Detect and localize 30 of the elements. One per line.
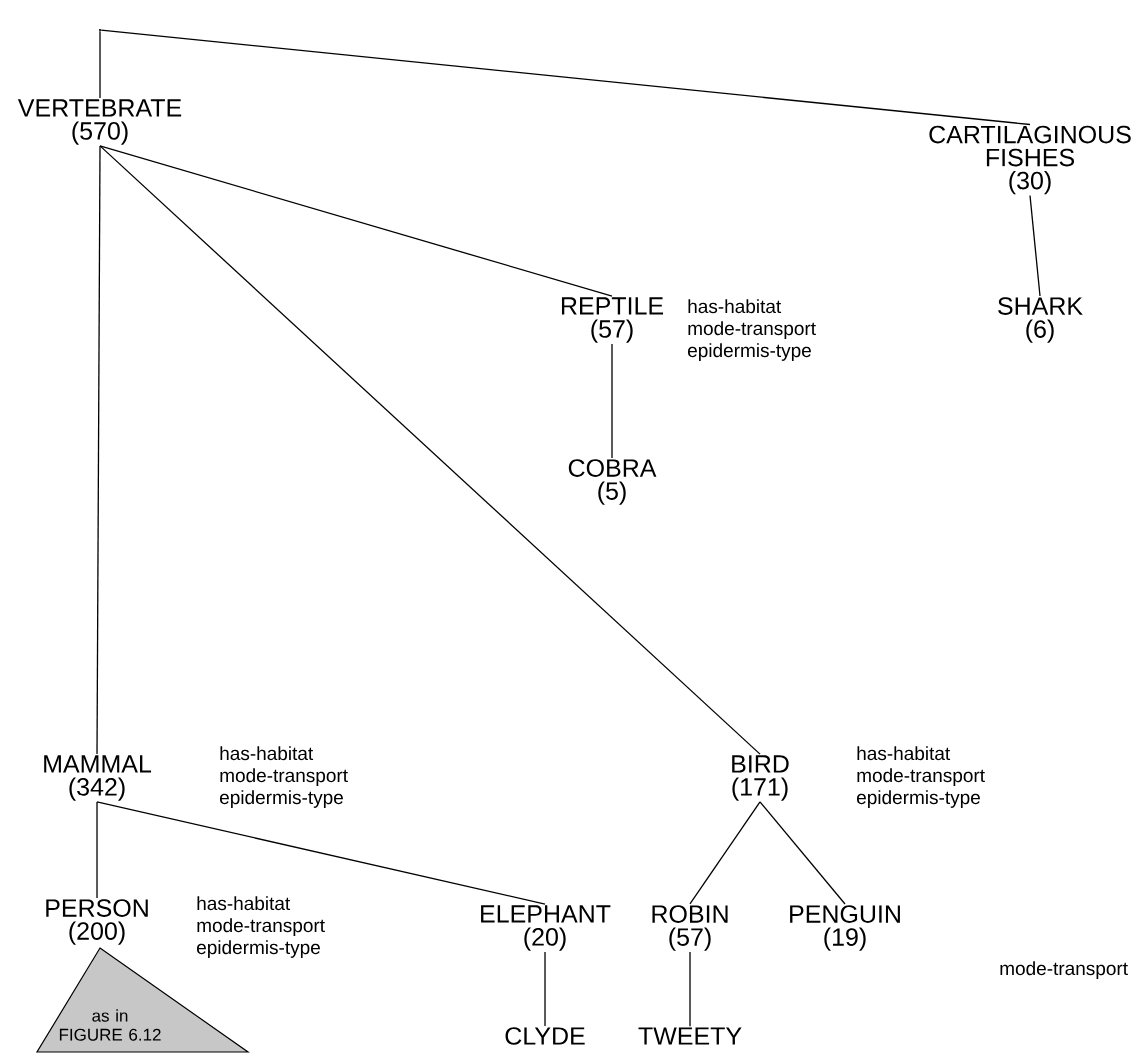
tree-line [100, 29, 1031, 126]
slot-list: has-habitat mode-transport epidermis-type [220, 746, 348, 808]
class-label: TWEETY [638, 1027, 742, 1045]
class-label: PERSON (200) [46, 899, 148, 945]
slot-list: mode-transport [1000, 961, 1128, 979]
tree-line [99, 145, 761, 755]
slot-list: has-habitat mode-transport epidermis-type [857, 746, 985, 808]
tree-line [96, 145, 101, 755]
tree-line [1029, 194, 1041, 297]
class-label: CLYDE [505, 1027, 585, 1045]
tree-line [689, 951, 691, 1027]
class-label: MAMMAL (342) [44, 755, 152, 801]
class-label: BIRD (171) [732, 755, 789, 801]
tree-line [96, 801, 98, 899]
tree-line [544, 951, 546, 1027]
class-label: REPTILE (57) [561, 297, 664, 343]
tree-line [611, 343, 613, 459]
class-label: VERTEBRATE (570) [17, 99, 182, 145]
class-label: SHARK (6) [998, 297, 1083, 343]
tree-line [689, 801, 761, 905]
class-label: ELEPHANT (20) [481, 905, 611, 951]
class-label: ROBIN (57) [652, 905, 728, 951]
tree-line [96, 801, 546, 905]
slot-list: has-habitat mode-transport epidermis-type [688, 299, 816, 361]
tree-line [99, 145, 613, 297]
tree-line [759, 801, 846, 905]
class-label: PENGUIN (19) [790, 905, 900, 951]
class-label: COBRA (5) [568, 459, 657, 505]
tree-line [99, 30, 101, 99]
class-label: CARTILAGINOUS FISHES (30) [929, 125, 1131, 195]
